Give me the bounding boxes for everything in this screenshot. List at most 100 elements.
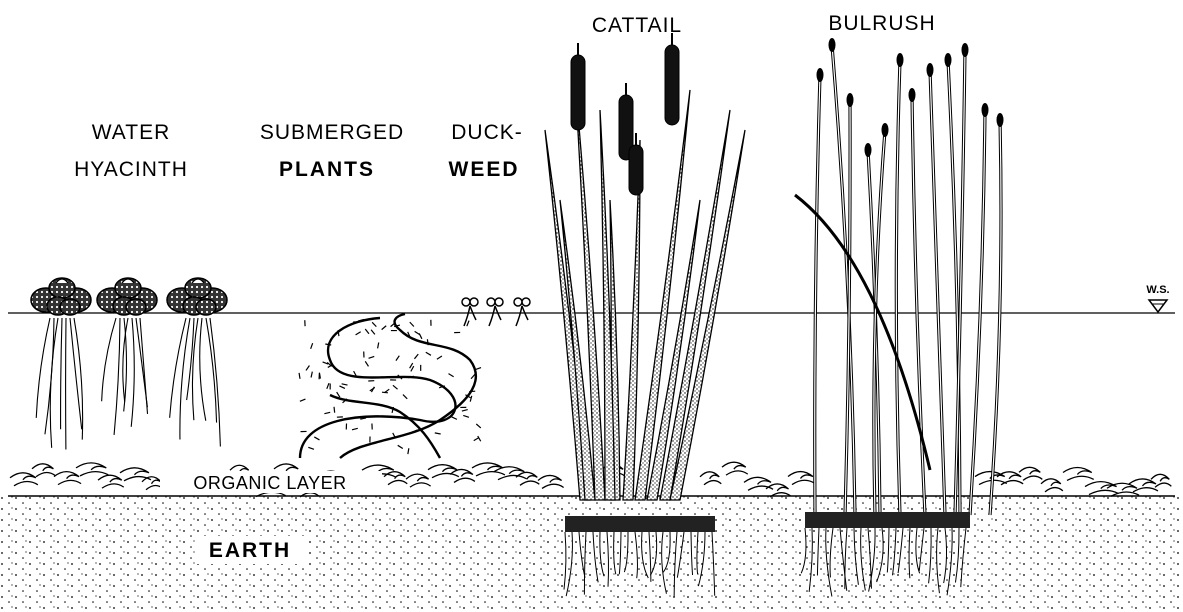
duckweed-plant [487, 298, 503, 326]
hyacinth-root [50, 318, 58, 448]
duckweed-root [516, 306, 522, 326]
submerged-leaflet [327, 383, 329, 389]
bulrush-seedhead [897, 53, 904, 67]
organic-swirl [450, 469, 473, 476]
organic-swirl [384, 472, 405, 479]
organic-swirl [520, 481, 539, 485]
earth-layer [0, 496, 1183, 612]
submerged-leaflet [372, 322, 376, 326]
organic-swirl [80, 472, 108, 476]
submerged-leaflet [308, 447, 314, 449]
duckweed-frond [462, 298, 470, 306]
submerged-leaflet [463, 415, 469, 417]
submerged-leaflet [396, 356, 399, 361]
submerged-leaflet [410, 322, 414, 326]
organic-swirl [700, 472, 719, 479]
submerged-leaflet [300, 399, 306, 401]
hyacinth-root [102, 318, 116, 401]
duckweed-frond [495, 298, 503, 306]
organic-swirl [432, 473, 459, 477]
organic-swirl [1129, 479, 1156, 486]
organic-swirl [476, 472, 505, 476]
organic-swirl [744, 477, 771, 484]
organic-swirl [1045, 488, 1063, 492]
submerged-leaflet [398, 445, 403, 448]
submerged-leaflet [427, 339, 428, 345]
submerged-leaflet [352, 428, 358, 429]
submerged-leaflet [471, 374, 475, 379]
organic-swirl [1089, 490, 1119, 494]
label-duckweed-line1: DUCK- [451, 121, 523, 144]
cattail-spike [665, 45, 679, 125]
submerged-leaflet [470, 396, 471, 402]
submerged-stem [300, 318, 455, 458]
bulrush-seedhead [817, 68, 824, 82]
bulrush-seedhead [909, 88, 916, 102]
label-duckweed-line2: WEED [449, 158, 520, 181]
water-hyacinth-plant [167, 278, 227, 447]
submerged-leaflet [415, 331, 420, 334]
label-cattail: CATTAIL [592, 14, 682, 37]
submerged-leaflet [452, 417, 457, 420]
submerged-leaflet [411, 366, 414, 371]
organic-swirl [542, 484, 564, 488]
bulrush-seedhead [945, 53, 952, 67]
label-submerged-line2: PLANTS [279, 158, 375, 181]
water-hyacinth-plant [97, 278, 157, 435]
label-water-hyacinth-line1: WATER [92, 121, 171, 144]
submerged-leaflet [306, 365, 309, 370]
submerged-leaflet [365, 361, 368, 366]
submerged-leaflet [342, 384, 348, 385]
submerged-leaflet [403, 395, 407, 399]
duckweed-frond [470, 298, 478, 306]
organic-swirl [1063, 467, 1092, 474]
submerged-stem [340, 314, 476, 458]
submerged-leaflet [311, 343, 313, 349]
organic-swirl [722, 462, 746, 469]
bulrush-seedhead [927, 63, 934, 77]
bulrush-culm-highlight [930, 70, 945, 515]
label-earth: EARTH [209, 539, 291, 562]
submerged-leaflet [437, 356, 442, 359]
cattail-leaf [660, 110, 730, 500]
hyacinth-root [206, 318, 217, 423]
organic-swirl [120, 468, 149, 475]
submerged-leaflet [410, 363, 413, 368]
hyacinth-leaf [126, 299, 146, 315]
hyacinth-root [140, 318, 148, 414]
bulrush-seedhead [882, 123, 889, 137]
bulrush-seedhead [847, 93, 854, 107]
organic-swirl [410, 483, 431, 487]
submerged-plants [299, 314, 481, 458]
submerged-leaflet [337, 392, 340, 397]
hyacinth-leaf [196, 299, 216, 315]
submerged-leaflet [334, 407, 335, 413]
duckweed-frond [487, 298, 495, 306]
hyacinth-root [114, 318, 120, 435]
hyacinth-root [200, 318, 206, 421]
hyacinth-root [210, 318, 220, 447]
submerged-leaflet [382, 326, 387, 330]
organic-swirl [1067, 476, 1094, 480]
submerged-leaflet [324, 412, 330, 413]
cattail-spike [571, 55, 585, 130]
label-submerged-line1: SUBMERGED [260, 121, 404, 144]
organic-swirl [788, 472, 813, 479]
organic-swirl [454, 478, 475, 482]
organic-swirl [10, 473, 36, 480]
organic-swirl [1001, 481, 1023, 485]
organic-swirl [274, 464, 298, 471]
submerged-leaflet [475, 368, 481, 370]
bulrush-seedhead [997, 113, 1004, 127]
label-water-hyacinth-line2: HYACINTH [74, 158, 188, 181]
organic-swirl [1041, 479, 1061, 486]
organic-swirl [54, 472, 79, 479]
label-organic-layer: ORGANIC LAYER [193, 473, 346, 493]
organic-swirl [704, 481, 721, 485]
organic-swirl [1023, 476, 1042, 480]
organic-swirl [98, 475, 122, 482]
organic-swirl [14, 482, 38, 486]
water-surface-label: W.S. [1146, 284, 1169, 296]
duckweed-root [489, 306, 495, 326]
submerged-leaflet [314, 437, 319, 440]
